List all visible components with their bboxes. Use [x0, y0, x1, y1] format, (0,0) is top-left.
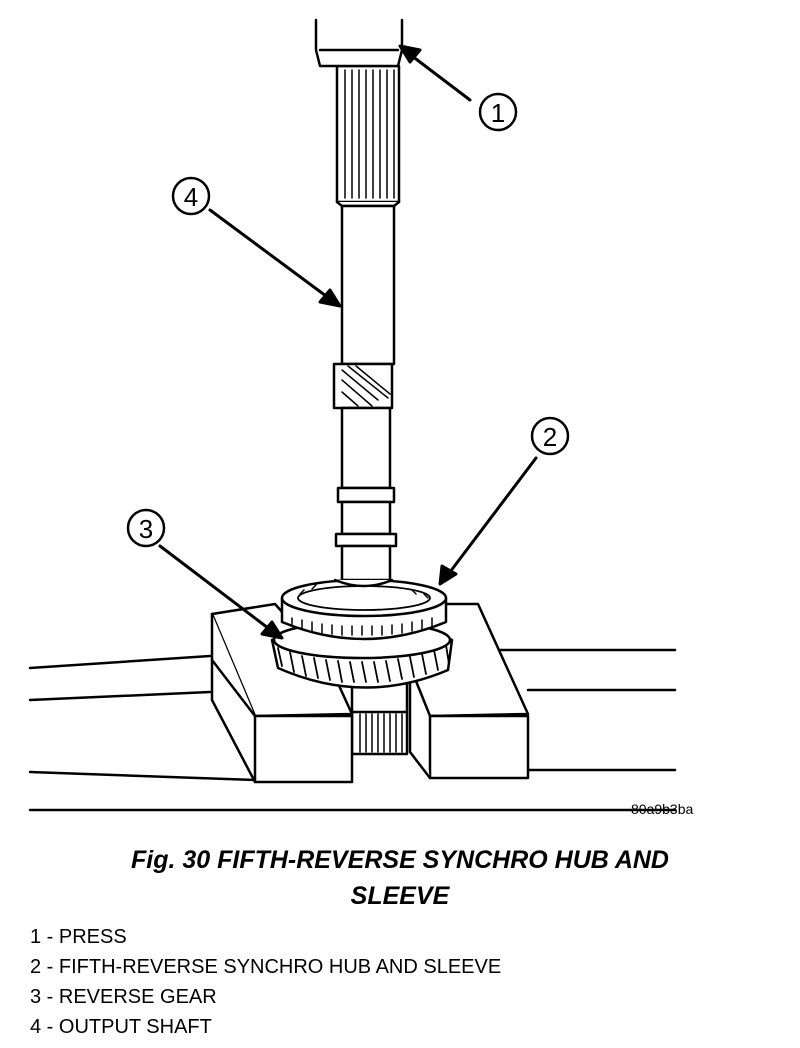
figure-caption: Fig. 30 FIFTH-REVERSE SYNCHRO HUB AND SL…	[40, 842, 760, 914]
caption-line-1: Fig. 30 FIFTH-REVERSE SYNCHRO HUB AND	[130, 846, 669, 874]
image-code: 80a9b3ba	[631, 801, 694, 817]
callout-number-2: 2	[543, 422, 557, 452]
callout-number-1: 1	[491, 98, 505, 128]
synchro-hub-and-sleeve	[280, 578, 448, 641]
callout-leaders	[158, 44, 538, 640]
legend: 1 - PRESS 2 - FIFTH-REVERSE SYNCHRO HUB …	[30, 922, 501, 1042]
callout-circle-3	[126, 508, 166, 548]
legend-item: 4 - OUTPUT SHAFT	[30, 1016, 212, 1038]
arrowhead-1	[398, 44, 422, 64]
caption-line-2: SLEEVE	[350, 882, 450, 910]
legend-item: 2 - FIFTH-REVERSE SYNCHRO HUB AND SLEEVE	[30, 956, 502, 978]
legend-item: 3 - REVERSE GEAR	[30, 986, 217, 1008]
arrowhead-4	[318, 288, 342, 308]
press-ram	[314, 18, 404, 68]
output-shaft	[332, 64, 401, 588]
legend-item: 1 - PRESS	[30, 926, 127, 948]
callout-circle-4	[171, 176, 211, 216]
callout-circles	[126, 92, 570, 548]
arrowhead-3	[260, 620, 284, 640]
technical-illustration: 1 4 2 3	[28, 18, 677, 812]
callout-number-4: 4	[184, 182, 198, 212]
leader-3	[158, 544, 270, 630]
callout-circle-2	[530, 416, 570, 456]
callout-circle-1	[478, 92, 518, 132]
arrowhead-2	[438, 564, 458, 586]
leader-2	[448, 456, 538, 574]
callout-number-3: 3	[139, 514, 153, 544]
leader-1	[410, 54, 472, 102]
leader-4	[208, 208, 328, 298]
press-bed-rails	[28, 648, 677, 812]
